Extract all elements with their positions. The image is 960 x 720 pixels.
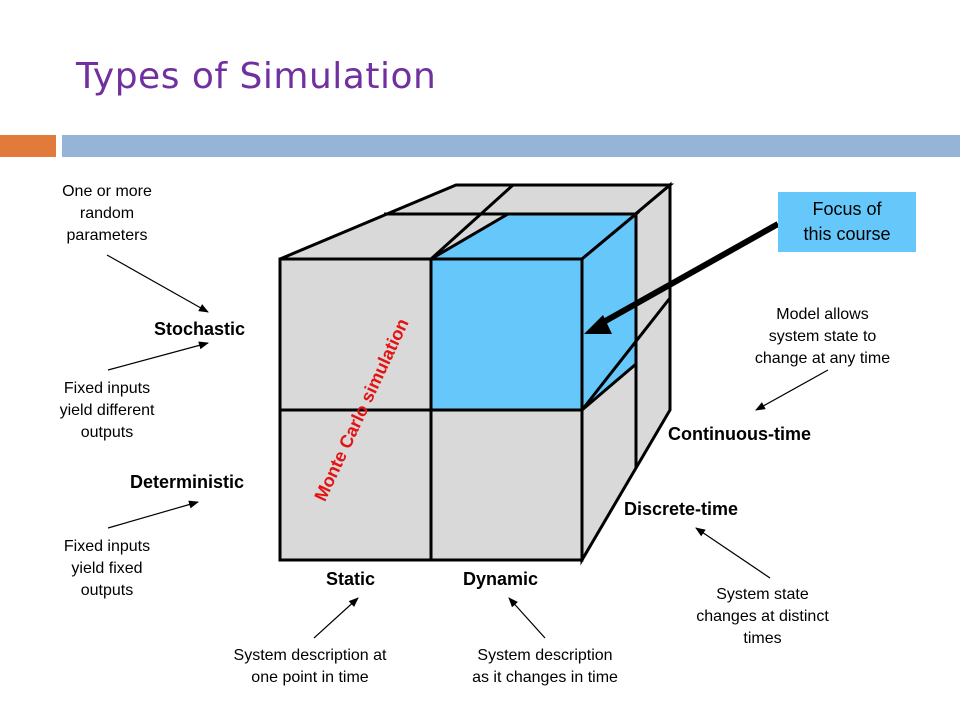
focus-callout: Focus of this course (778, 192, 916, 252)
arrow-fixed-diff (107, 341, 209, 371)
slide-title: Types of Simulation (76, 56, 437, 97)
dynamic-label: Dynamic (463, 569, 539, 589)
annotation-discrete-description: System state changes at distinct times (696, 586, 829, 647)
stochastic-label: Stochastic (154, 319, 246, 339)
top-width-divider (429, 183, 515, 261)
arrow-random-params (106, 254, 209, 313)
static-label: Static (326, 569, 376, 589)
arrow-discrete (695, 527, 771, 579)
highlight-cube-front (429, 257, 584, 412)
deterministic-label: Deterministic (130, 472, 245, 492)
annotation-fixed-fixed: Fixed inputs yield fixed outputs (63, 538, 151, 599)
discrete-time-label: Discrete-time (624, 499, 739, 519)
annotation-static-description: System description at one point in time (233, 647, 387, 686)
focus-arrowhead (584, 315, 612, 334)
annotation-dynamic-description: System description as it changes in time (472, 647, 618, 686)
annotation-random-parameters: One or more random parameters (62, 183, 152, 244)
arrow-dynamic (508, 597, 546, 639)
arrow-fixed-fixed (107, 500, 199, 529)
side-height-divider (580, 297, 672, 411)
focus-arrow (598, 221, 780, 327)
focus-callout-text: Focus of this course (803, 199, 891, 244)
title-accent-bar-orange (0, 135, 56, 157)
annotation-fixed-different: Fixed inputs yield different outputs (59, 380, 155, 441)
continuous-time-label: Continuous-time (668, 424, 811, 444)
arrow-continuous (755, 369, 829, 411)
arrow-static (313, 597, 359, 639)
title-accent-bar-blue (62, 135, 960, 157)
annotation-continuous-description: Model allows system state to change at a… (754, 306, 891, 367)
